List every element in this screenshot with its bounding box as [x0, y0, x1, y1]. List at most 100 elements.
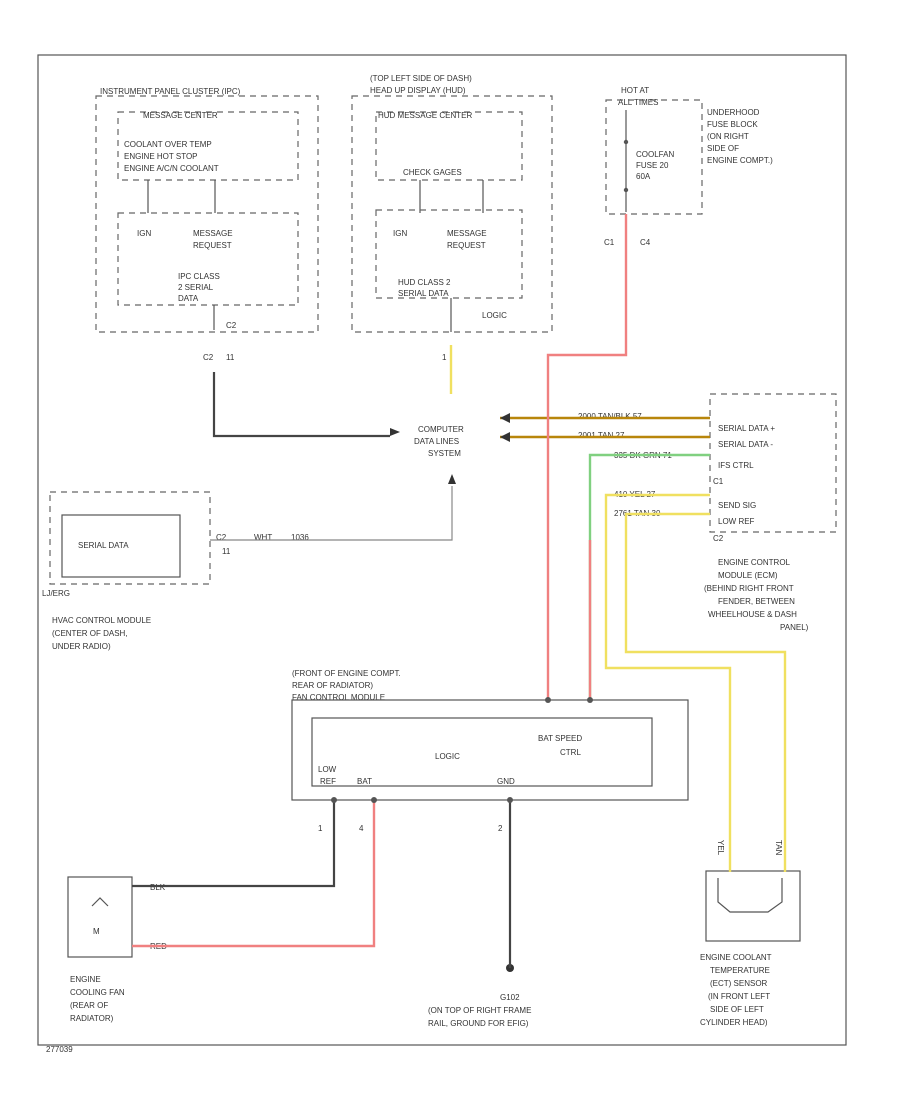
- ect-wire-tan: TAN: [774, 840, 783, 856]
- hvac-module: SERIAL DATA C2 11 WHT 1036 LJ/ERG HVAC C…: [42, 491, 309, 651]
- hud-message-center: HUD MESSAGE CENTER: [378, 111, 472, 120]
- fan-module-ref: REF: [320, 777, 336, 786]
- serial-minus-arrow-icon: [500, 432, 510, 442]
- hud-outline: [351, 95, 553, 333]
- ecm-c2: C2: [713, 534, 724, 543]
- ipc-outline: [95, 95, 319, 333]
- ipc-msg-line3: ENGINE A/C/N COOLANT: [124, 164, 219, 173]
- ect-name-line6: CYLINDER HEAD): [700, 1018, 768, 1027]
- fan-module-logic-box: [311, 717, 653, 787]
- ipc-logic-box: [117, 212, 299, 306]
- fan-module-gnd: GND: [497, 777, 515, 786]
- fan-module-name: FAN CONTROL MODULE: [292, 693, 385, 702]
- hvac-data-wire: [210, 486, 453, 541]
- fan-pin-d: [371, 797, 377, 803]
- hvac-name-line2: (CENTER OF DASH,: [52, 629, 128, 638]
- fan-pin-mid: 4: [359, 824, 364, 833]
- ecm-c1: C1: [713, 477, 724, 486]
- fan-module-outline: [291, 699, 689, 801]
- hud-logic-box: [375, 209, 523, 299]
- ipc-module: INSTRUMENT PANEL CLUSTER (IPC) MESSAGE C…: [95, 87, 319, 362]
- ecm-name-line1: ENGINE CONTROL: [718, 558, 791, 567]
- ect-name-line3: (ECT) SENSOR: [710, 979, 768, 988]
- data-lines-line2: DATA LINES: [414, 437, 459, 446]
- computer-data-lines: COMPUTER DATA LINES SYSTEM: [390, 425, 464, 484]
- ect-name-line4: (IN FRONT LEFT: [708, 992, 770, 1001]
- serial-plus-arrow-icon: [500, 413, 510, 423]
- ipc-class-line2: 2 SERIAL: [178, 283, 214, 292]
- ecm-wire2-label: 2001 TAN 27: [578, 431, 625, 440]
- hud-check-gages: CHECK GAGES: [403, 168, 462, 177]
- fuse-all-times: ALL TIMES: [618, 98, 658, 107]
- wires: [132, 214, 787, 968]
- fan-pin-right: 2: [498, 824, 503, 833]
- hvac-tag: LJ/ERG: [42, 589, 70, 598]
- cooling-fan-outline: [67, 876, 133, 958]
- cooling-fan-wire-blk: BLK: [150, 883, 166, 892]
- fan-low-ref-wire: [132, 800, 336, 888]
- hvac-wire-num: 1036: [291, 533, 309, 542]
- hud-class-line2: SERIAL DATA: [398, 289, 449, 298]
- hud-title-line1: (TOP LEFT SIDE OF DASH): [370, 74, 472, 83]
- ecm-name-line4: FENDER, BETWEEN: [718, 597, 795, 606]
- ecm-module: SERIAL DATA + SERIAL DATA - IFS CTRL C1 …: [578, 393, 837, 632]
- fan-bat-wire: [132, 800, 376, 948]
- ipc-message-center: MESSAGE CENTER: [143, 111, 218, 120]
- hvac-inner-box: [61, 514, 181, 578]
- fuse-block-line1: UNDERHOOD: [707, 108, 760, 117]
- fuse-hot-at: HOT AT: [621, 86, 649, 95]
- ect-name-line2: TEMPERATURE: [710, 966, 770, 975]
- fan-module-logic: LOGIC: [435, 752, 460, 761]
- fan-location-line2: REAR OF RADIATOR): [292, 681, 373, 690]
- hvac-name-line1: HVAC CONTROL MODULE: [52, 616, 151, 625]
- ecm-name-line3: (BEHIND RIGHT FRONT: [704, 584, 794, 593]
- fan-pin-left: 1: [318, 824, 323, 833]
- hvac-outline: [49, 491, 211, 585]
- fuse-c1: C1: [604, 238, 615, 247]
- fuse-amps: 60A: [636, 172, 651, 181]
- ect-low-ref-wire: [624, 512, 787, 872]
- data-arrow-left-icon: [390, 428, 400, 436]
- diagram-border: [37, 54, 847, 1046]
- fuse-block-line3: (ON RIGHT: [707, 132, 749, 141]
- hvac-name-line3: UNDER RADIO): [52, 642, 111, 651]
- hvac-pin: 11: [222, 547, 231, 556]
- ecm-serial-minus: SERIAL DATA -: [718, 440, 773, 449]
- ipc-class-line3: DATA: [178, 294, 199, 303]
- coolfan-feed-wire: [546, 214, 628, 700]
- footer-id: 277039: [46, 1045, 73, 1054]
- ground-name: G102: [500, 993, 520, 1002]
- ground-line2: RAIL, GROUND FOR EFIG): [428, 1019, 529, 1028]
- fan-pin-c: [331, 797, 337, 803]
- fan-module-low: LOW: [318, 765, 337, 774]
- ect-name-line1: ENGINE COOLANT: [700, 953, 772, 962]
- data-arrow-up-icon: [448, 474, 456, 484]
- ect-sensor: YEL TAN ENGINE COOLANT TEMPERATURE (ECT)…: [700, 840, 801, 1027]
- ipc-request: REQUEST: [193, 241, 232, 250]
- hud-pin: 1: [442, 353, 447, 362]
- ground-g102: G102 (ON TOP OF RIGHT FRAME RAIL, GROUND…: [428, 964, 531, 1028]
- hud-class-line1: HUD CLASS 2: [398, 278, 451, 287]
- cooling-fan-name-line1: ENGINE: [70, 975, 101, 984]
- fan-module-bat-speed: BAT SPEED: [538, 734, 582, 743]
- ect-signal-wire: [604, 493, 732, 872]
- ipc-message-center-box: [117, 111, 299, 181]
- hud-module: (TOP LEFT SIDE OF DASH) HEAD UP DISPLAY …: [351, 74, 553, 362]
- ipc-message: MESSAGE: [193, 229, 233, 238]
- hud-ign: IGN: [393, 229, 407, 238]
- underhood-fuse-block: HOT AT ALL TIMES COOLFAN FUSE 20 60A UND…: [604, 86, 773, 247]
- hvac-serial-data: SERIAL DATA: [78, 541, 129, 550]
- ecm-name-line5: WHEELHOUSE & DASH: [708, 610, 797, 619]
- hud-request: REQUEST: [447, 241, 486, 250]
- cooling-fan-name-line3: (REAR OF: [70, 1001, 108, 1010]
- ect-wire-yel: YEL: [716, 840, 725, 856]
- fuse-line: FUSE 20: [636, 161, 669, 170]
- engine-cooling-fan: M BLK RED ENGINE COOLING FAN (REAR OF RA…: [67, 876, 167, 1023]
- ecm-name-line6: PANEL): [780, 623, 809, 632]
- fan-pin-b: [587, 697, 593, 703]
- cooling-fan-m: M: [93, 927, 100, 936]
- fuse-name: COOLFAN: [636, 150, 674, 159]
- hvac-wire-color: WHT: [254, 533, 272, 542]
- ecm-wire1-label: 2000 TAN/BLK 57: [578, 412, 642, 421]
- hud-logic: LOGIC: [482, 311, 507, 320]
